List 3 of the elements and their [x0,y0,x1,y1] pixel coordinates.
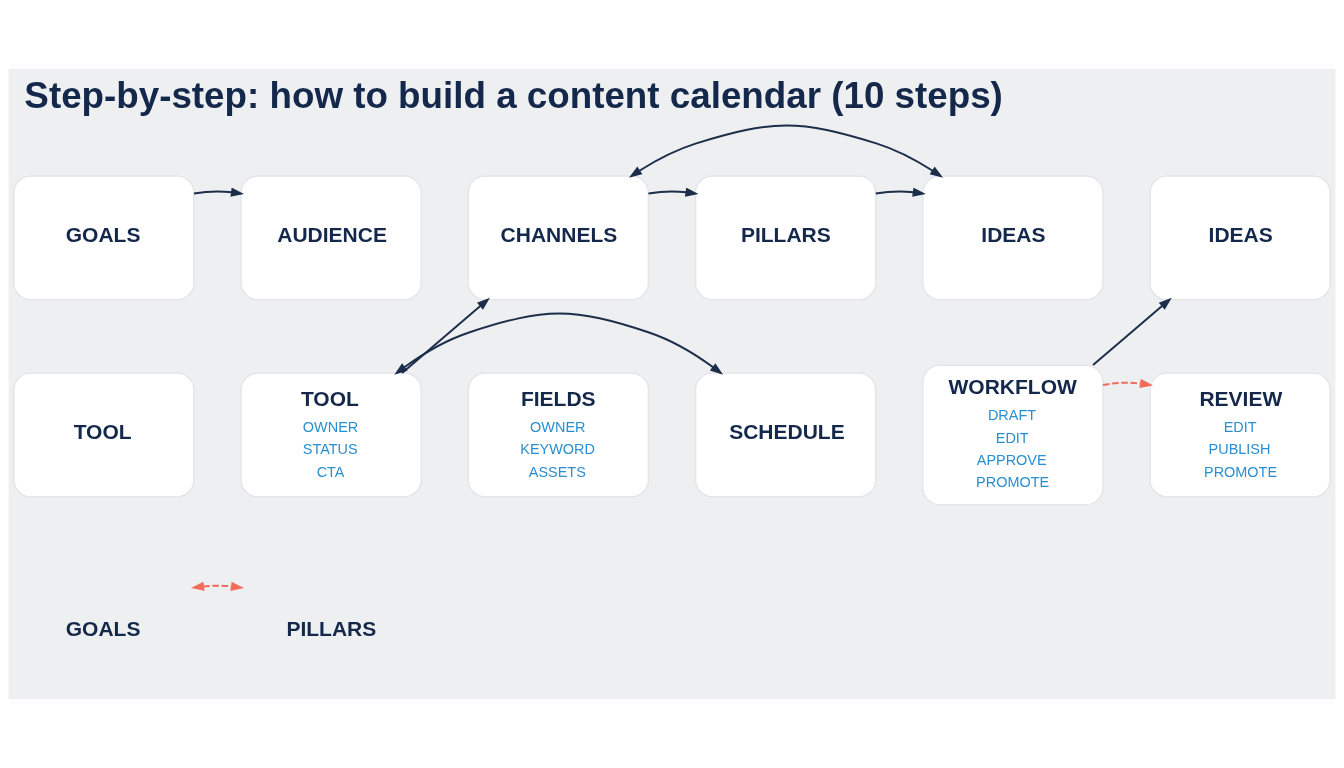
node-text: PILLARS [286,616,377,640]
node-text: GOALS [65,616,141,640]
diagram-title: Step-by-step: how to build a content calendar (10 steps) [24,74,1003,116]
